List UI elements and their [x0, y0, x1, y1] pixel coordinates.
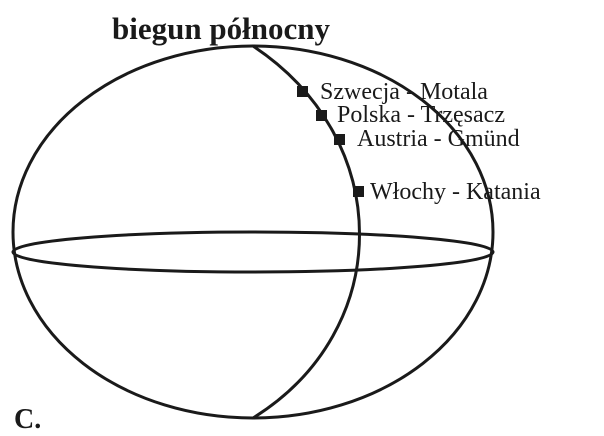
location-label-wlochy: Włochy - Katania — [370, 179, 541, 205]
location-label-austria: Austria - Gmünd — [357, 126, 520, 152]
location-label-szwecja: Szwecja - Motala — [320, 79, 488, 105]
panel-letter: C. — [14, 404, 41, 435]
location-marker-austria — [334, 134, 345, 145]
location-marker-polska — [316, 110, 327, 121]
location-marker-szwecja — [297, 86, 308, 97]
location-marker-wlochy — [353, 186, 364, 197]
equator-line — [11, 230, 495, 274]
north-pole-title: biegun północny — [112, 11, 330, 46]
location-label-polska: Polska - Trzęsacz — [337, 102, 505, 128]
